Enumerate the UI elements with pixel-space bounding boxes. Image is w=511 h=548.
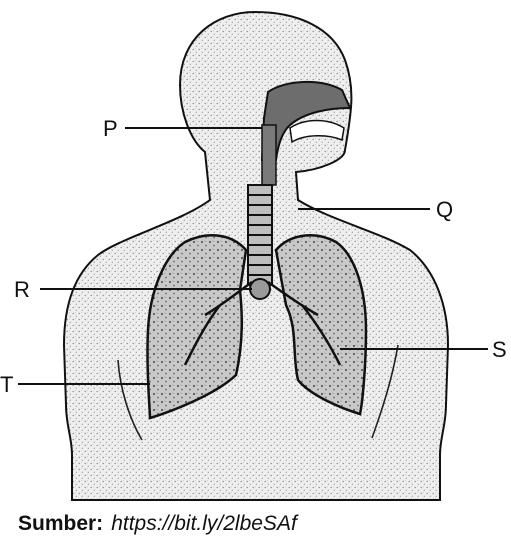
- oral-cavity: [289, 119, 345, 144]
- nasal-cavity: [260, 80, 352, 161]
- label-s: S: [492, 337, 507, 362]
- right-lung: [274, 234, 368, 416]
- pointer-lines: [18, 127, 488, 385]
- left-lung: [146, 234, 248, 420]
- source-caption: Sumber: https://bit.ly/2lbeSAf: [18, 512, 297, 536]
- source-label: Sumber:: [18, 512, 104, 535]
- pharynx: [261, 124, 277, 186]
- trachea: [247, 184, 273, 286]
- left-arm-line: [117, 359, 143, 441]
- bronchi: [183, 280, 342, 366]
- label-r: R: [14, 277, 30, 302]
- bronchus-junction: [249, 278, 271, 300]
- right-arm-line: [371, 344, 399, 439]
- label-q: Q: [436, 197, 453, 222]
- label-p: P: [103, 116, 118, 141]
- label-t: T: [0, 372, 13, 397]
- source-link[interactable]: https://bit.ly/2lbeSAf: [111, 512, 297, 535]
